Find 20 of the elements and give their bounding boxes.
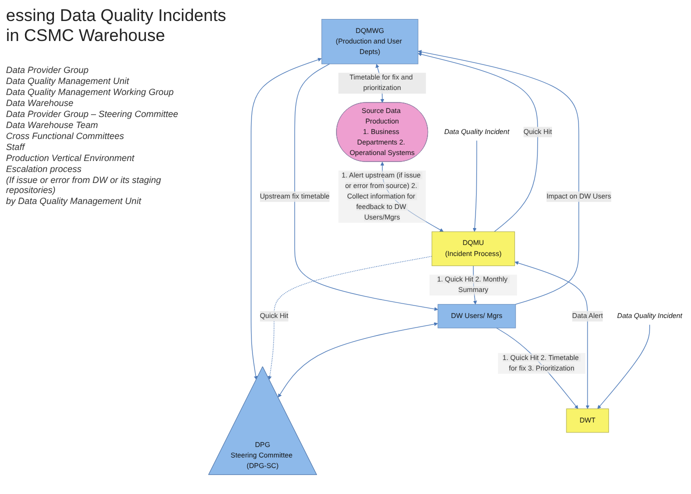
note-text: Data Quality Management Working Group bbox=[6, 87, 175, 97]
arrow bbox=[418, 52, 538, 232]
arrow bbox=[472, 140, 478, 232]
note-text: Data Quality Management Unit bbox=[6, 76, 130, 86]
note-text: Escalation process bbox=[6, 164, 83, 174]
diagram-title: essing Data Quality Incidents in CSMC Warehouse bbox=[6, 6, 228, 46]
note-text: Cross Functional Committees bbox=[6, 131, 126, 141]
note-text: (If issue or error from DW or its staging repositories) bbox=[6, 175, 162, 195]
arrow bbox=[250, 58, 322, 380]
arrow bbox=[514, 261, 590, 409]
note-text: Staff bbox=[6, 142, 26, 152]
arrow bbox=[278, 322, 438, 398]
note-text: Data Provider Group bbox=[6, 65, 90, 75]
arrow bbox=[268, 256, 432, 380]
note-text: Production Vertical Environment bbox=[6, 153, 136, 163]
note-text: by Data Quality Management Unit bbox=[6, 196, 142, 206]
note-text: Data Provider Group – Steering Committee bbox=[6, 109, 180, 119]
note-text: Data Warehouse Team bbox=[6, 120, 100, 130]
arrow bbox=[597, 324, 650, 409]
note-text: Data Warehouse bbox=[6, 98, 74, 108]
